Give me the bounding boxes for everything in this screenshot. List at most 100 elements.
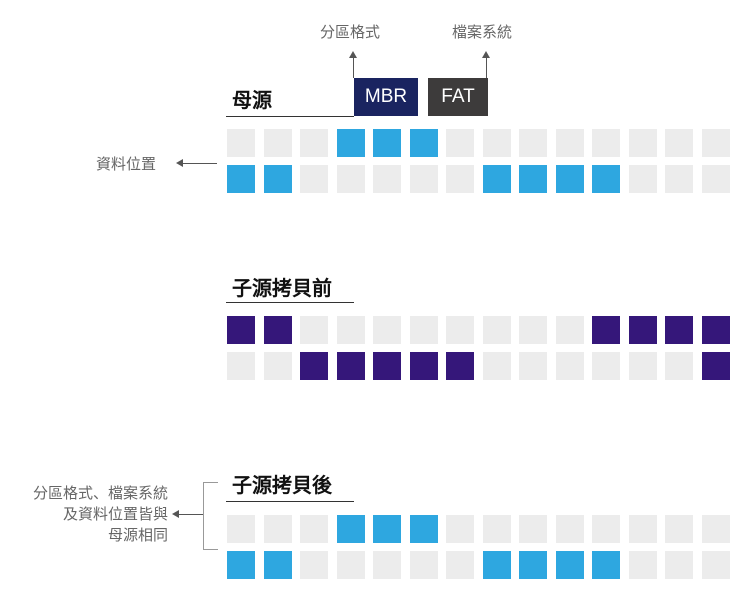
data-block-empty — [628, 129, 657, 157]
data-block-filled — [665, 316, 693, 344]
partition-format-label: 分區格式 — [320, 23, 381, 41]
data-block-empty — [592, 129, 620, 157]
data-block-filled — [409, 515, 438, 543]
data-block-empty — [227, 352, 255, 380]
data-block-empty — [519, 129, 547, 157]
data-block-empty — [665, 165, 693, 193]
data-block-empty — [300, 165, 328, 193]
data-block-empty — [446, 316, 474, 344]
data-block-empty — [263, 352, 292, 380]
partition-format-pointer — [353, 57, 354, 78]
note-pointer — [179, 514, 203, 515]
data-block-empty — [555, 352, 584, 380]
data-block-empty — [227, 129, 255, 157]
data-block-filled — [263, 551, 292, 579]
data-block-empty — [519, 316, 547, 344]
data-block-filled — [373, 352, 401, 380]
data-block-filled — [336, 129, 365, 157]
data-block-filled — [336, 515, 365, 543]
data-block-filled — [300, 352, 328, 380]
data-block-empty — [446, 515, 474, 543]
data-block-filled — [373, 515, 401, 543]
data-block-empty — [592, 352, 620, 380]
data-block-empty — [665, 551, 693, 579]
data-grid — [227, 316, 730, 380]
same-as-source-note: 分區格式、檔案系統 及資料位置皆與 母源相同 — [10, 483, 168, 546]
data-block-empty — [263, 129, 292, 157]
data-block-filled — [519, 165, 547, 193]
data-block-filled — [263, 316, 292, 344]
gpt-tag: GPT — [365, 272, 406, 293]
section-title: 子源拷貝前 — [232, 276, 332, 300]
data-block-empty — [701, 165, 730, 193]
grid-row — [227, 352, 730, 380]
data-block-filled — [227, 165, 255, 193]
data-block-empty — [409, 165, 438, 193]
data-block-filled — [592, 165, 620, 193]
section-title: 子源拷貝後 — [232, 473, 332, 497]
data-block-filled — [519, 551, 547, 579]
data-block-empty — [446, 129, 474, 157]
data-block-empty — [373, 165, 401, 193]
data-location-pointer — [183, 163, 217, 164]
grid-row — [227, 165, 730, 193]
data-block-empty — [373, 551, 401, 579]
arrow-up-icon — [482, 51, 490, 58]
data-block-empty — [592, 515, 620, 543]
file-system-label: 檔案系統 — [452, 23, 513, 41]
data-block-empty — [519, 515, 547, 543]
data-block-filled — [373, 129, 401, 157]
grid-row — [227, 316, 730, 344]
data-block-empty — [482, 352, 511, 380]
data-block-empty — [665, 129, 693, 157]
data-grid — [227, 515, 730, 579]
data-block-filled — [701, 316, 730, 344]
file-system-pointer — [486, 57, 487, 78]
data-block-empty — [336, 316, 365, 344]
data-block-filled — [592, 316, 620, 344]
data-block-empty — [555, 316, 584, 344]
data-block-empty — [482, 129, 511, 157]
arrow-up-icon — [349, 51, 357, 58]
grid-row — [227, 129, 730, 157]
data-block-empty — [300, 316, 328, 344]
data-block-filled — [409, 352, 438, 380]
data-block-filled — [592, 551, 620, 579]
data-block-empty — [336, 551, 365, 579]
data-block-empty — [555, 515, 584, 543]
grid-row — [227, 551, 730, 579]
title-underline — [226, 116, 354, 117]
note-line: 母源相同 — [107, 526, 168, 544]
section-title: 母源 — [232, 88, 272, 112]
data-block-filled — [628, 316, 657, 344]
data-block-empty — [482, 316, 511, 344]
fat-tag: FAT — [428, 78, 488, 116]
title-underline — [226, 501, 354, 502]
data-block-empty — [628, 352, 657, 380]
data-block-empty — [665, 515, 693, 543]
data-block-filled — [482, 165, 511, 193]
data-block-empty — [555, 129, 584, 157]
data-block-filled — [336, 352, 365, 380]
data-block-empty — [701, 515, 730, 543]
data-block-empty — [227, 515, 255, 543]
data-block-filled — [227, 551, 255, 579]
data-block-empty — [628, 515, 657, 543]
ntfs-tag: NTFS — [443, 272, 493, 293]
grid-row — [227, 515, 730, 543]
data-block-empty — [628, 165, 657, 193]
data-block-filled — [482, 551, 511, 579]
data-block-empty — [300, 129, 328, 157]
arrow-left-icon — [172, 510, 179, 518]
title-underline — [226, 302, 354, 303]
data-block-empty — [300, 551, 328, 579]
note-line: 分區格式、檔案系統 — [32, 484, 168, 502]
note-line: 及資料位置皆與 — [62, 505, 168, 523]
data-block-empty — [482, 515, 511, 543]
mbr-tag: MBR — [364, 471, 408, 492]
data-block-empty — [300, 515, 328, 543]
data-block-empty — [665, 352, 693, 380]
data-block-filled — [446, 352, 474, 380]
data-block-empty — [519, 352, 547, 380]
arrow-left-icon — [176, 159, 183, 167]
